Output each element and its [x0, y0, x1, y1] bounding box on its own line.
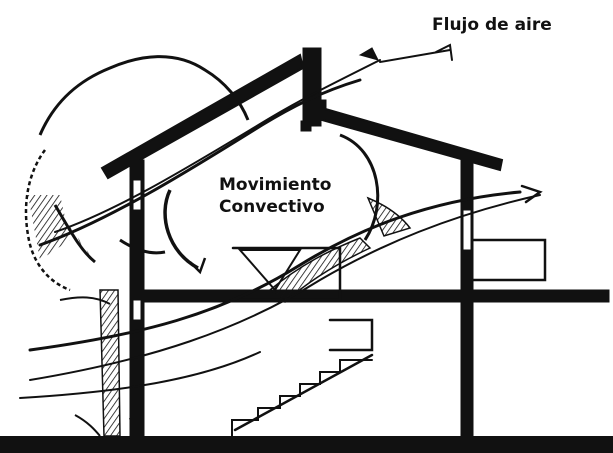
convective-label-line2: Convectivo [219, 197, 325, 217]
convective-movement-label: Movimiento Convectivo [219, 174, 331, 218]
airflow-streams [19, 43, 543, 399]
air-flow-label: Flujo de aire [432, 15, 552, 35]
ground-line [0, 436, 613, 453]
convective-label-line1: Movimiento [219, 175, 332, 195]
